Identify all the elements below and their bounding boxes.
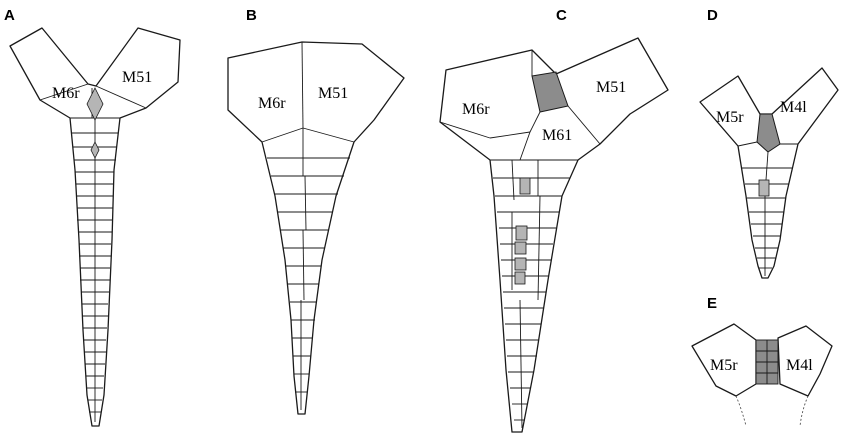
panel-e: E M5r M4l (692, 295, 832, 426)
panel-a: A (4, 7, 180, 426)
panel-d-outline (700, 68, 838, 278)
panel-c-left-label: M6r (462, 101, 490, 118)
panel-b-right-label: M51 (318, 85, 348, 102)
panel-b: B M6r M51 (228, 7, 404, 414)
panel-a-left-label: M6r (52, 85, 80, 102)
panel-e-right-label: M4l (786, 357, 813, 374)
panel-e-left-label: M5r (710, 357, 738, 374)
panel-b-letter: B (246, 7, 257, 24)
panel-e-lower-right-dashed (800, 396, 808, 426)
panel-c-right-label: M51 (596, 79, 626, 96)
panel-b-outline (228, 42, 404, 414)
panel-e-letter: E (707, 295, 717, 312)
panel-c: C (440, 7, 668, 432)
panel-d-letter: D (707, 7, 718, 24)
panel-b-left-label: M6r (258, 95, 286, 112)
panel-e-lower-left-dashed (736, 396, 746, 426)
panel-d-right-label: M4l (780, 99, 807, 116)
panel-c-letter: C (556, 7, 567, 24)
panel-c-bottom-label: M61 (542, 127, 572, 144)
panel-d: D M5r M4l (700, 7, 838, 278)
panel-d-light-plate (759, 180, 769, 196)
panel-a-letter: A (4, 7, 15, 24)
panel-a-right-label: M51 (122, 69, 152, 86)
panel-e-median-plates (756, 340, 778, 384)
panel-d-left-label: M5r (716, 109, 744, 126)
